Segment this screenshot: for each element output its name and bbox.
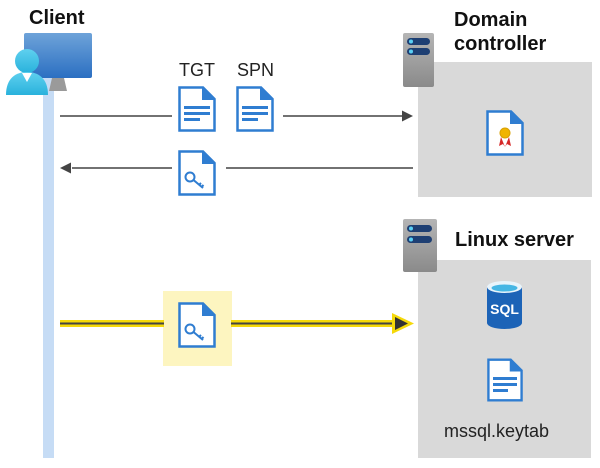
tgt-label: TGT: [179, 60, 215, 80]
keytab-label: mssql.keytab: [444, 421, 550, 441]
ticket-to-server-arrow: [60, 313, 414, 334]
domain-controller-title-line1: Domain: [454, 9, 528, 31]
client-title: Client: [29, 7, 85, 29]
sql-database-icon: SQL: [487, 281, 522, 329]
service-ticket-key-icon: [178, 150, 216, 196]
service-ticket-key-icon: [178, 302, 216, 348]
domain-controller-title-line2: controller: [454, 33, 547, 55]
client-computer-icon: [24, 33, 92, 91]
user-icon: [6, 49, 48, 95]
client-lifeline: [43, 78, 54, 458]
dc-server-icon: [403, 33, 434, 87]
linux-server-icon: [403, 219, 437, 272]
certificate-icon: [486, 110, 524, 156]
tgt-document-icon: [178, 86, 216, 132]
keytab-document-icon: [487, 358, 523, 402]
spn-label: SPN: [237, 60, 275, 80]
linux-server-title: Linux server: [455, 229, 574, 251]
sql-label: SQL: [490, 301, 519, 317]
spn-document-icon: [236, 86, 274, 132]
domain-controller-title: Domain controller: [454, 8, 546, 56]
